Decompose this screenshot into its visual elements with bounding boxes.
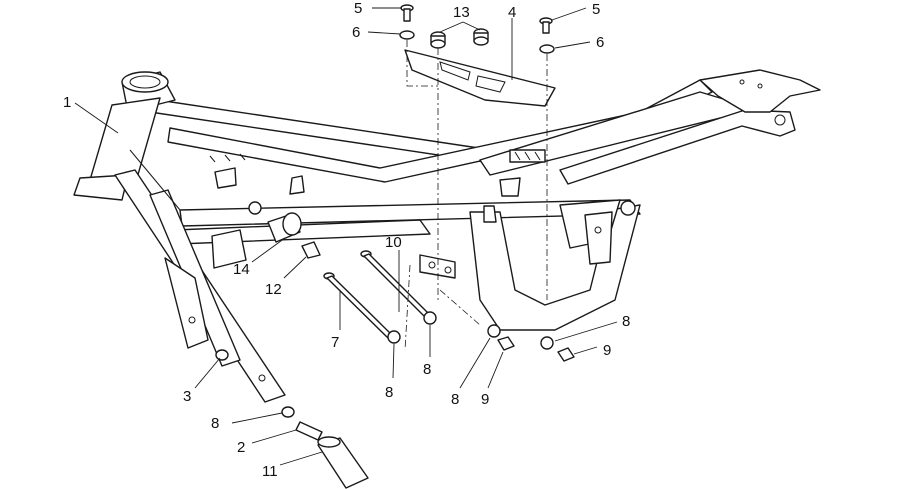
screw-left xyxy=(400,4,414,22)
tab xyxy=(483,205,497,223)
nut-9 xyxy=(497,336,515,351)
tab xyxy=(499,177,521,197)
callout-8-c: 8 xyxy=(423,361,431,378)
front-plate xyxy=(164,257,209,349)
rubber-block xyxy=(267,212,302,243)
pivot-plate xyxy=(584,211,613,265)
motorcycle-frame xyxy=(73,69,821,403)
callout-5-right: 5 xyxy=(592,1,600,18)
steering-head-cap xyxy=(121,71,169,93)
callout-8-d: 8 xyxy=(451,391,459,408)
screw-12 xyxy=(301,241,321,259)
plate-hole xyxy=(188,316,196,324)
mount-boss xyxy=(620,200,636,216)
mount-hole xyxy=(428,261,436,269)
frame-holes xyxy=(209,153,246,163)
callout-8-e: 8 xyxy=(622,313,630,330)
callout-9-a: 9 xyxy=(481,391,489,408)
washer-right xyxy=(539,44,555,54)
stand-tube-11 xyxy=(317,436,369,489)
alignment-lines xyxy=(404,40,548,351)
bracket-hole xyxy=(739,79,745,85)
callout-12: 12 xyxy=(265,281,282,298)
callout-10: 10 xyxy=(385,234,402,251)
head-tube-bottom xyxy=(73,174,129,201)
callout-14: 14 xyxy=(233,261,250,278)
top-tube xyxy=(149,99,493,163)
callouts: 1 2 3 4 5 5 6 6 7 8 8 8 8 8 9 9 10 11 12… xyxy=(63,0,630,480)
washer-8 xyxy=(281,406,295,418)
tab xyxy=(214,167,237,189)
callout-8-a: 8 xyxy=(211,415,219,432)
tab xyxy=(289,175,305,195)
washer-left xyxy=(399,30,415,40)
callout-9-b: 9 xyxy=(603,342,611,359)
callout-13: 13 xyxy=(453,4,470,21)
mount-hole xyxy=(444,266,452,274)
gusset-line xyxy=(129,149,181,211)
callout-5-left: 5 xyxy=(354,0,362,17)
callout-11: 11 xyxy=(262,463,278,480)
callout-2: 2 xyxy=(237,439,245,456)
screw-right xyxy=(539,17,553,34)
bushing-3 xyxy=(215,349,229,361)
callout-6-left: 6 xyxy=(352,24,360,41)
battery-plate xyxy=(404,49,556,107)
callout-4: 4 xyxy=(508,4,516,21)
engine-mount-plate xyxy=(419,254,456,279)
rear-cradle-loop xyxy=(469,204,641,331)
long-bolt-7 xyxy=(323,272,393,339)
battery-plate-slots xyxy=(439,61,506,93)
washer-8 xyxy=(540,336,554,350)
bracket-hole xyxy=(774,114,786,126)
plate-hole xyxy=(258,374,266,382)
callout-3: 3 xyxy=(183,388,191,405)
rubber-pads xyxy=(430,28,489,49)
tank-mount-slots xyxy=(514,151,541,161)
washer-8 xyxy=(487,324,501,338)
nut-9 xyxy=(557,347,575,362)
screw-2 xyxy=(295,421,323,441)
pivot-hole xyxy=(594,226,602,234)
steering-head-bore xyxy=(129,75,161,89)
leader-lines xyxy=(74,7,618,466)
callout-8-b: 8 xyxy=(385,384,393,401)
callout-7: 7 xyxy=(331,334,339,351)
side-bracket xyxy=(211,229,247,269)
callout-6-right: 6 xyxy=(596,34,604,51)
upper-spine xyxy=(167,79,713,183)
washer-8 xyxy=(387,330,401,344)
bracket-hole xyxy=(757,83,763,89)
washer-8 xyxy=(423,311,437,325)
callout-1: 1 xyxy=(63,94,71,111)
rear-bracket xyxy=(699,69,821,113)
mount-boss xyxy=(248,201,262,215)
